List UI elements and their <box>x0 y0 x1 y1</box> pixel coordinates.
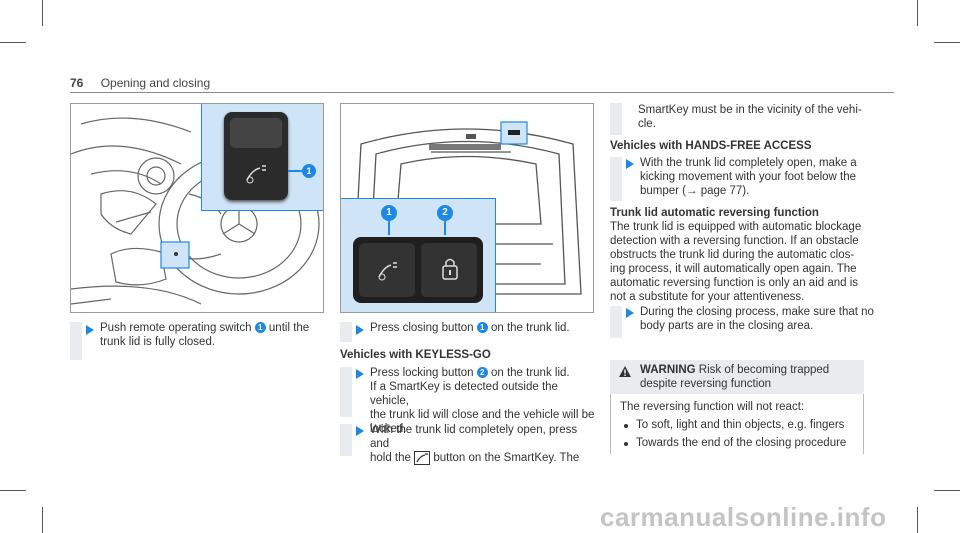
closing-button <box>359 243 415 297</box>
figure-steering-wheel: 1 <box>70 103 324 313</box>
step-arrow-icon <box>626 159 634 169</box>
step-arrow-icon <box>626 308 634 318</box>
col3-reversing-paragraph: The trunk lid is equipped with automatic… <box>610 221 862 303</box>
warning-bullet-1: To soft, light and thin objects, e.g. fi… <box>636 419 845 431</box>
page-number: 76 <box>70 76 84 90</box>
col3-hands-free-step: With the trunk lid completely open, make… <box>640 157 857 197</box>
col2-step1: Press closing button 1 on the trunk lid. <box>370 322 570 334</box>
crop-mark <box>917 507 918 533</box>
heading-reversing: Trunk lid automatic reversing function <box>610 207 819 219</box>
crop-mark <box>934 490 960 491</box>
step-arrow-icon <box>356 325 364 335</box>
col2-step2: Press locking button 2 on the trunk lid.… <box>370 367 595 435</box>
remote-switch <box>224 112 288 200</box>
step-bar <box>70 322 82 360</box>
warning-title: Risk of becoming trapped <box>698 364 830 376</box>
bullet <box>624 442 628 446</box>
callout-1: 1 <box>381 205 397 221</box>
figure-trunk: 1 2 <box>340 103 594 313</box>
trunk-button-icon <box>414 451 431 465</box>
warning-bullet-2: Towards the end of the closing procedure <box>636 437 847 449</box>
heading-keyless-go: Vehicles with KEYLESS-GO <box>340 349 491 361</box>
step-bar <box>340 322 352 342</box>
col2-step3: With the trunk lid completely open, pres… <box>370 424 580 465</box>
callout-1: 1 <box>302 164 316 178</box>
crop-mark <box>917 0 918 26</box>
crop-mark <box>0 490 26 491</box>
locking-button <box>421 243 477 297</box>
warning-title-line2: despite reversing function <box>640 378 772 390</box>
bullet <box>624 424 628 428</box>
crop-mark <box>42 0 43 26</box>
page-title: Opening and closing <box>100 76 211 90</box>
button-inset: 1 2 <box>341 198 496 312</box>
warning-body-rule-right <box>863 394 864 454</box>
step-arrow-icon <box>86 325 94 335</box>
watermark: carmanualsonline.info <box>600 502 887 532</box>
steering-wheel-illustration <box>71 117 320 305</box>
lock-icon <box>442 258 458 280</box>
callout-2: 2 <box>437 205 453 221</box>
trunk-close-icon <box>378 262 397 281</box>
step-bar <box>340 367 352 417</box>
crop-mark <box>42 507 43 533</box>
step-bar <box>610 306 622 338</box>
col3-closing-step: During the closing process, make sure th… <box>640 306 874 332</box>
crop-mark <box>934 42 960 43</box>
warning-triangle-icon <box>619 366 631 377</box>
switch-inset: 1 <box>201 104 323 211</box>
col3-continuation: SmartKey must be in the vicinity of the … <box>638 104 862 130</box>
warning-label: WARNING <box>640 364 696 376</box>
step-bar <box>610 103 622 135</box>
warning-body: The reversing function will not react: <box>620 401 805 413</box>
step-arrow-icon <box>356 426 364 436</box>
button-panel <box>353 237 483 303</box>
crop-mark <box>0 42 26 43</box>
warning-body-rule <box>610 394 611 454</box>
trunk-close-icon <box>244 160 270 186</box>
header-rule <box>70 92 894 93</box>
step-bar <box>340 424 352 456</box>
step-arrow-icon <box>356 369 364 379</box>
col1-step1: Push remote operating switch 1 until the… <box>100 322 310 348</box>
step-bar <box>610 157 622 201</box>
warning-header: WARNING Risk of becoming trapped despite… <box>610 360 864 394</box>
page-header: 76 Opening and closing <box>70 76 210 90</box>
heading-hands-free: Vehicles with HANDS-FREE ACCESS <box>610 140 812 152</box>
